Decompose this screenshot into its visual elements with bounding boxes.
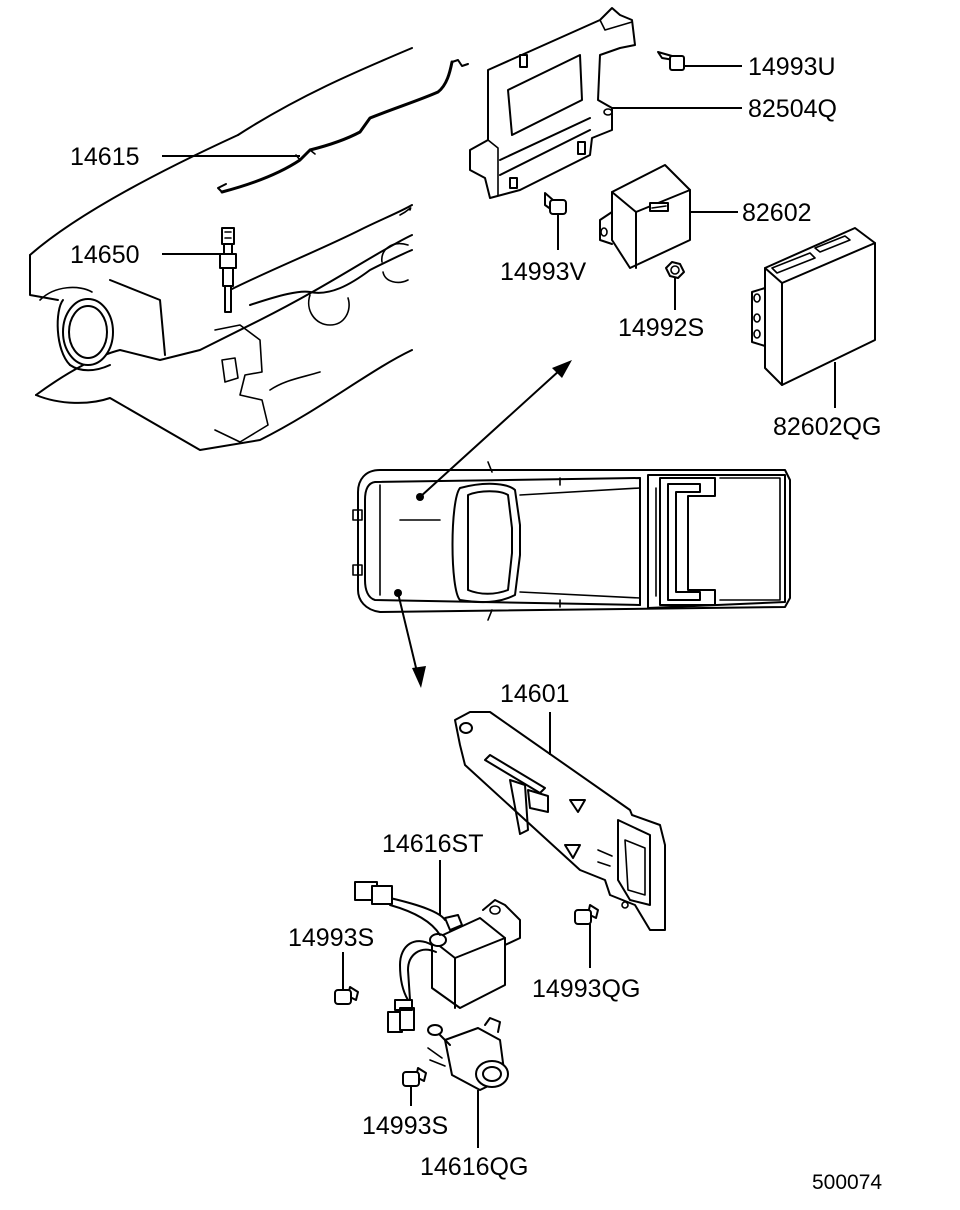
label-14993QG: 14993QG <box>532 975 640 1003</box>
label-14993S-lower: 14993S <box>362 1112 448 1140</box>
engine-block-illustration <box>29 47 413 451</box>
label-14616QG: 14616QG <box>420 1153 528 1181</box>
bracket-14601 <box>454 711 666 931</box>
solenoid-14616QG <box>427 1017 509 1091</box>
control-unit-82602QG <box>751 227 876 386</box>
relay-14616ST <box>354 881 521 1033</box>
label-14650: 14650 <box>70 241 140 269</box>
bolt-14993QG <box>574 904 599 925</box>
glow-plug <box>219 227 237 313</box>
label-14601: 14601 <box>500 680 570 708</box>
bolt-14993S-lower <box>402 1067 427 1087</box>
label-14992S: 14992S <box>618 314 704 342</box>
label-14993V: 14993V <box>500 258 587 286</box>
label-82602QG: 82602QG <box>773 413 881 441</box>
label-14993S-upper: 14993S <box>288 924 374 952</box>
label-14993U: 14993U <box>748 53 836 81</box>
bolt-14993S-upper <box>334 986 359 1005</box>
nut-14992S <box>665 261 685 279</box>
drawing-number: 500074 <box>812 1171 882 1194</box>
label-82504Q: 82504Q <box>748 95 837 123</box>
label-82602: 82602 <box>742 199 812 227</box>
glow-plug-harness <box>217 59 469 194</box>
label-14615: 14615 <box>70 143 140 171</box>
control-unit-82602 <box>599 164 691 269</box>
leader-lines <box>162 65 836 1148</box>
bolt-14993V <box>544 192 567 215</box>
label-14616ST: 14616ST <box>382 830 483 858</box>
bolt-14993U <box>657 51 685 71</box>
vehicle-top-view <box>352 360 791 688</box>
relay-bracket-82504Q <box>469 7 636 199</box>
